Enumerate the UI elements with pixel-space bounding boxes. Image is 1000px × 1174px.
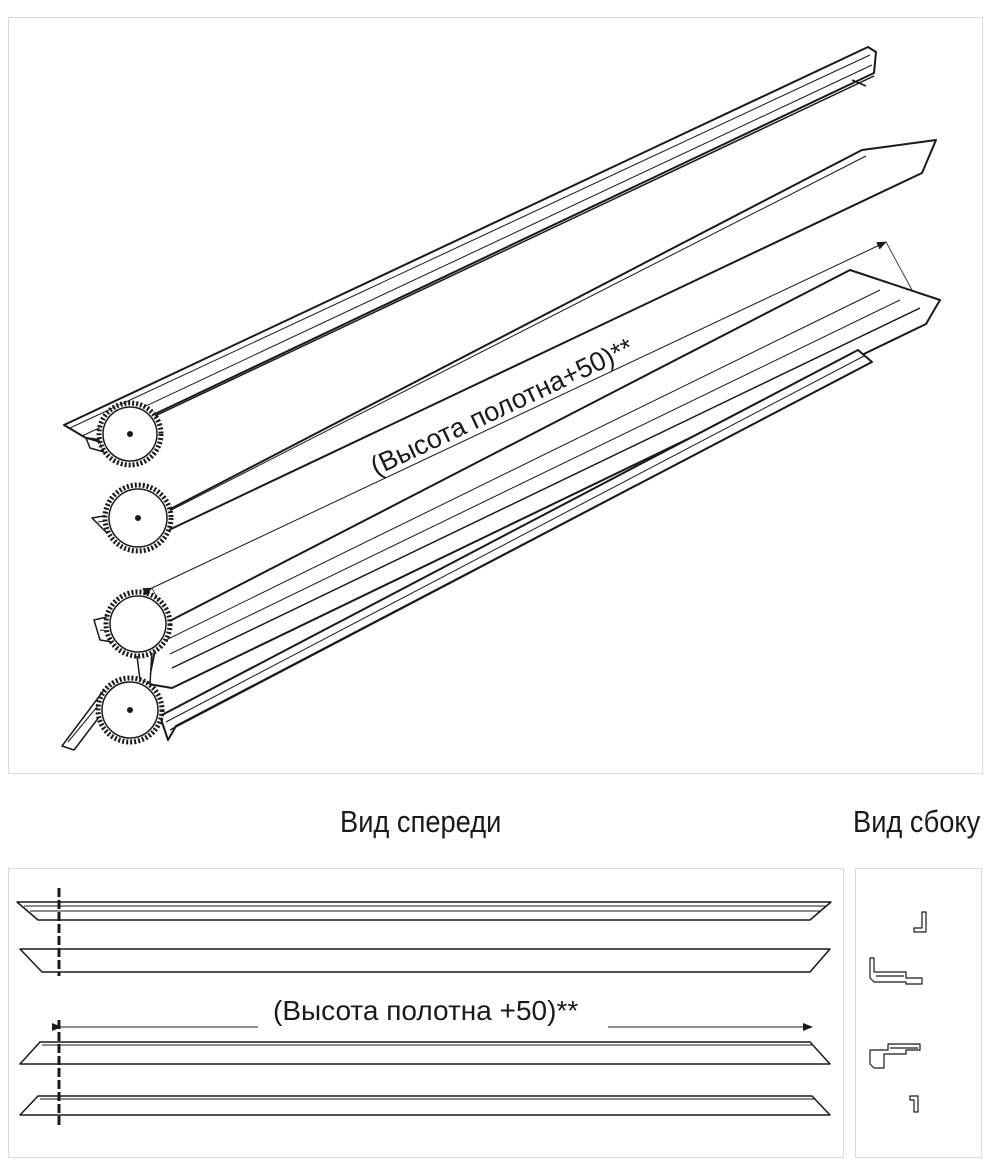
saw-blade-4: [95, 675, 165, 745]
side-view-title: Вид сбоку: [853, 804, 981, 839]
saw-blade-3: [103, 589, 173, 659]
front-dimension-label: (Высота полотна +50)**: [273, 995, 578, 1026]
front-profile-4: [19, 1095, 831, 1116]
isometric-drawing: [61, 46, 941, 751]
front-profile-2: [19, 948, 831, 973]
saw-blade-1: [96, 400, 164, 468]
saw-blade-2: [102, 482, 174, 554]
side-profile-1: [913, 911, 927, 933]
side-profile-2: [869, 957, 923, 985]
side-view-drawing: [869, 911, 927, 1113]
front-view-drawing: [16, 888, 832, 1128]
side-profile-3: [869, 1043, 921, 1069]
front-view-title: Вид спереди: [340, 804, 502, 839]
iso-dimension-line: [142, 241, 913, 601]
side-profile-4: [909, 1095, 919, 1113]
side-view-panel: [855, 868, 982, 1158]
front-profile-1: [16, 901, 832, 921]
front-profile-3: [19, 1041, 831, 1065]
